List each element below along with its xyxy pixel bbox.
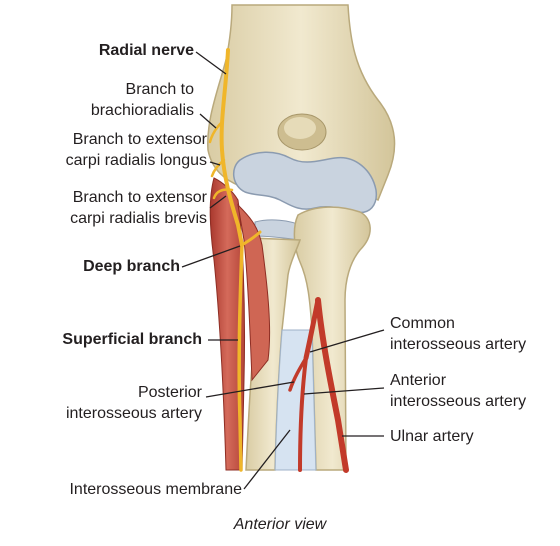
label-posterior-interosseous: Posterior interosseous artery bbox=[66, 382, 202, 424]
label-branch-ecrl: Branch to extensor carpi radialis longus bbox=[66, 129, 207, 171]
extensor-muscles bbox=[209, 177, 271, 471]
label-line: carpi radialis longus bbox=[65, 152, 207, 169]
posterior-interosseous-vessel bbox=[288, 356, 308, 392]
label-line: Branch to extensor bbox=[72, 131, 207, 148]
label-deep-branch: Deep branch bbox=[83, 258, 180, 275]
label-radial-nerve: Radial nerve bbox=[98, 42, 194, 59]
label-line: Anterior bbox=[390, 372, 447, 389]
label-ulnar-artery: Ulnar artery bbox=[390, 428, 474, 445]
deep-branch-nerve bbox=[240, 230, 262, 247]
label-line: interosseous artery bbox=[65, 405, 202, 422]
label-line: brachioradialis bbox=[90, 102, 194, 119]
label-superficial-branch: Superficial branch bbox=[62, 331, 202, 348]
ulnar-artery-vessel bbox=[315, 297, 349, 473]
label-line: interosseous artery bbox=[390, 336, 527, 353]
ulna-bone bbox=[293, 206, 371, 471]
label-anterior-interosseous: Anterior interosseous artery bbox=[390, 370, 526, 412]
arteries bbox=[288, 297, 349, 473]
label-line: carpi radialis brevis bbox=[70, 210, 207, 227]
caption-anterior-view: Anterior view bbox=[233, 516, 327, 533]
anterior-interosseous-vessel bbox=[298, 356, 308, 472]
branch-brachioradialis-nerve bbox=[208, 120, 224, 144]
radial-nerve bbox=[208, 48, 262, 472]
label-line: interosseous artery bbox=[390, 393, 527, 410]
label-common-interosseous: Common interosseous artery bbox=[390, 313, 526, 355]
label-branch-brachioradialis: Branch to brachioradialis bbox=[91, 79, 194, 121]
branch-ecrl-nerve bbox=[210, 158, 226, 178]
label-interosseous-membrane: Interosseous membrane bbox=[69, 481, 242, 498]
label-line: Posterior bbox=[137, 384, 202, 401]
common-interosseous-vessel bbox=[303, 297, 321, 361]
label-branch-ecrb: Branch to extensor carpi radialis brevis bbox=[70, 187, 207, 229]
radial-nerve-trunk bbox=[219, 48, 244, 247]
leader-lines bbox=[181, 51, 385, 490]
label-line: Branch to bbox=[125, 81, 194, 98]
label-line: Common bbox=[390, 315, 455, 332]
label-line: Branch to extensor bbox=[72, 189, 207, 206]
branch-ecrb-nerve bbox=[212, 188, 234, 200]
superficial-branch-nerve bbox=[237, 243, 244, 472]
articular-cartilage bbox=[233, 151, 378, 241]
